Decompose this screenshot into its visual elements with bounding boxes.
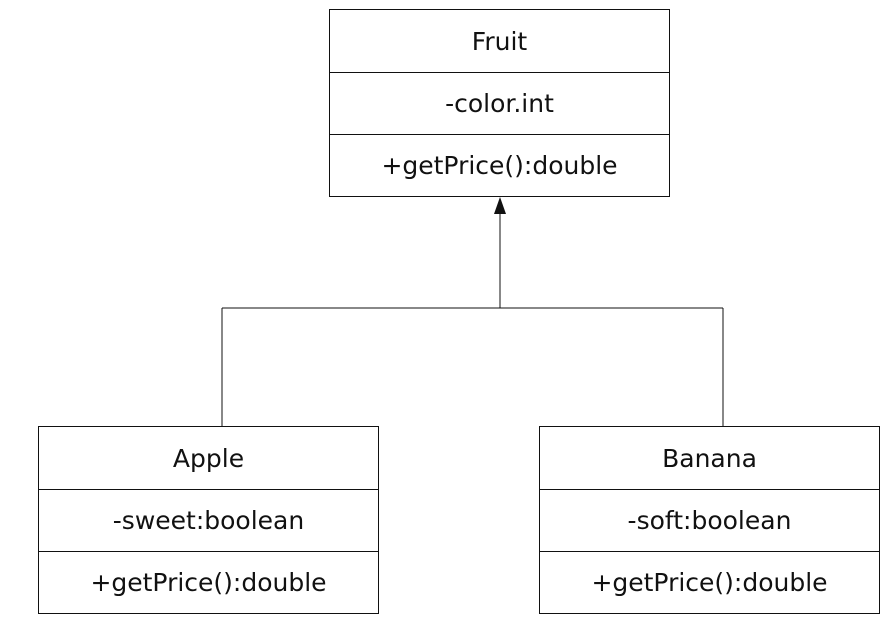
class-attribute: -color.int (330, 72, 669, 134)
inheritance-arrowhead (494, 197, 506, 214)
class-box-banana: Banana -soft:boolean +getPrice():double (539, 426, 880, 614)
class-attribute: -soft:boolean (540, 489, 879, 551)
class-box-fruit: Fruit -color.int +getPrice():double (329, 9, 670, 197)
class-method: +getPrice():double (540, 551, 879, 613)
class-attribute: -sweet:boolean (39, 489, 378, 551)
class-method: +getPrice():double (39, 551, 378, 613)
class-method: +getPrice():double (330, 134, 669, 196)
class-name: Fruit (471, 26, 528, 56)
class-name: Banana (662, 443, 757, 473)
class-box-apple: Apple -sweet:boolean +getPrice():double (38, 426, 379, 614)
class-name: Apple (172, 443, 245, 473)
